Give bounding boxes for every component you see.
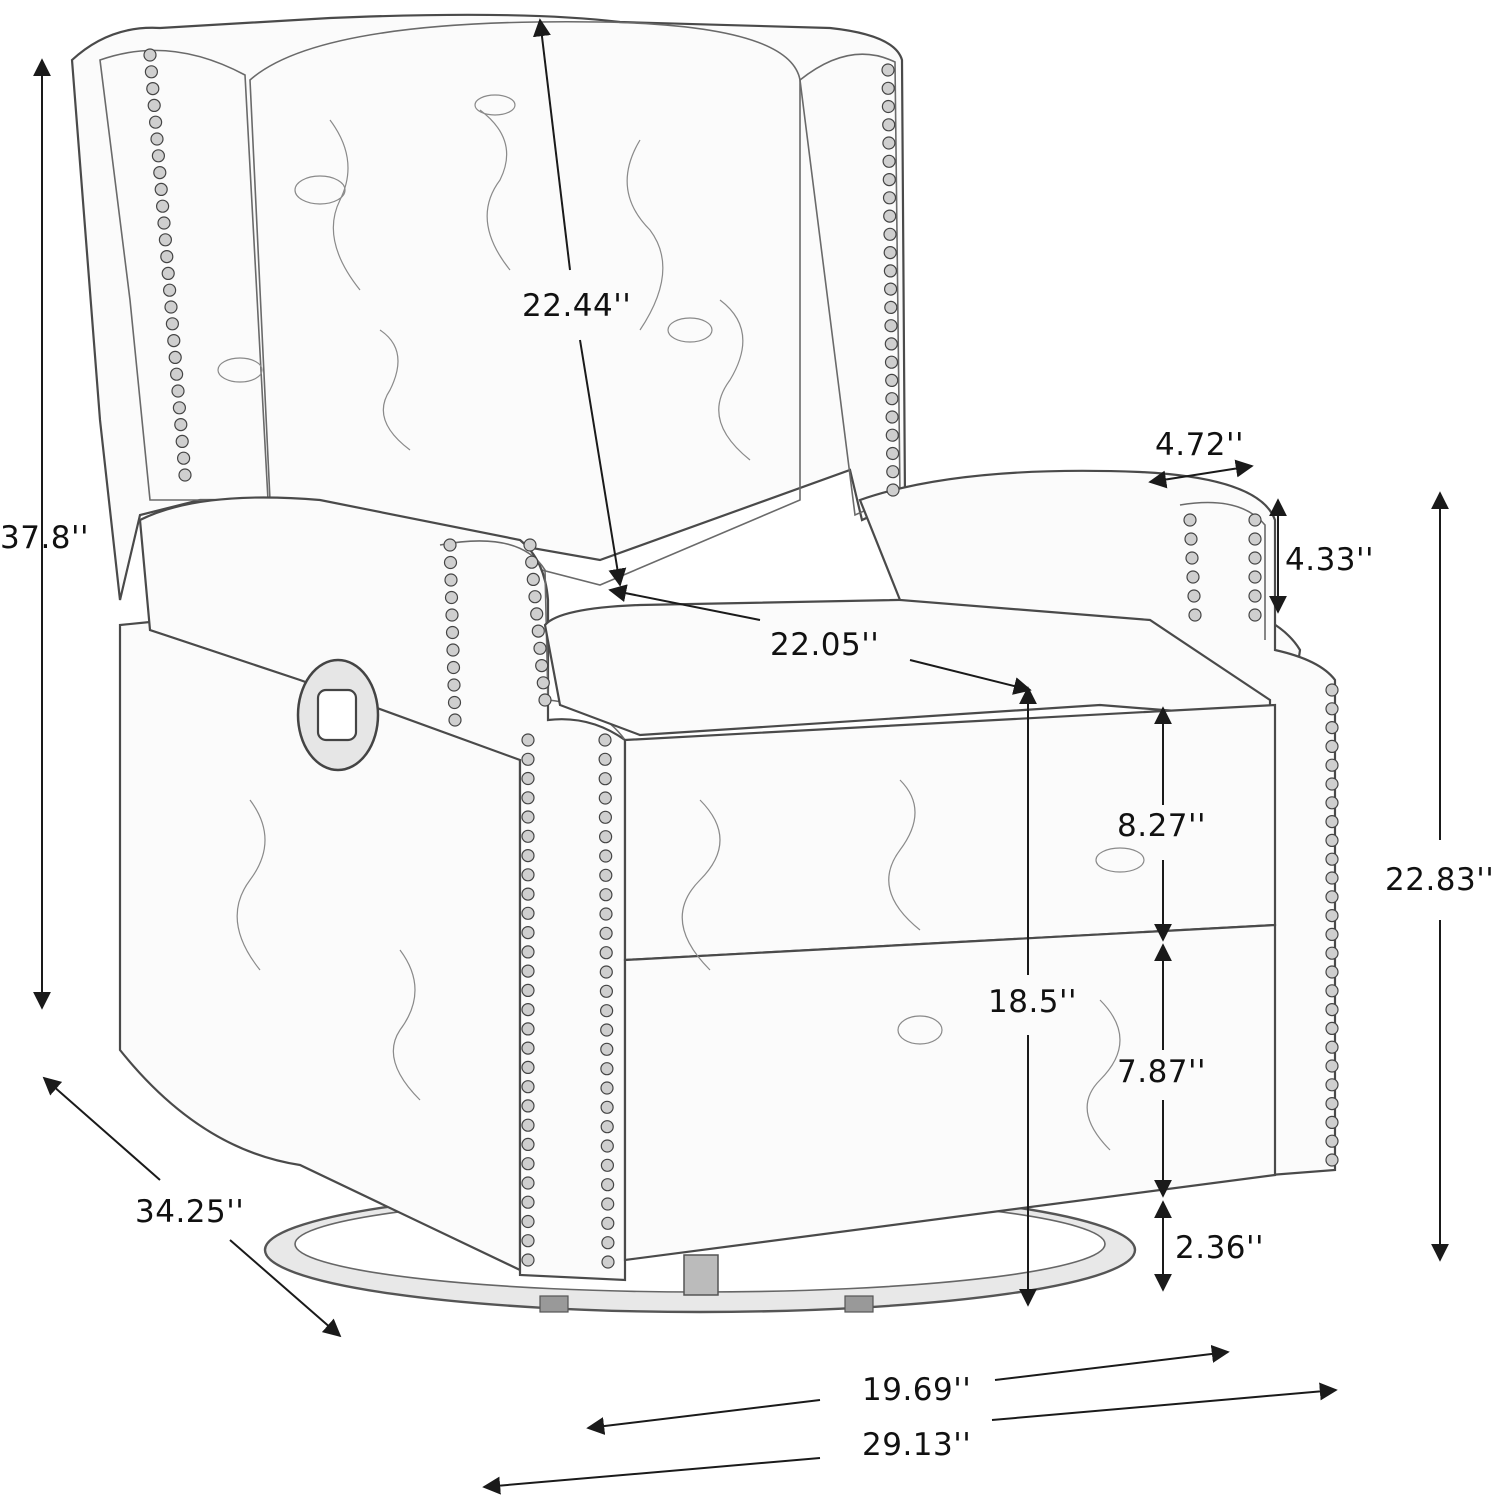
left-arm [138,496,627,1282]
seat-depth-line-upper [608,584,761,621]
overall-depth-line-lower [229,1239,342,1338]
label-arm-height: 4.33'' [1285,542,1374,578]
back-cushion [249,20,801,586]
label-side-height: 22.83'' [1385,862,1494,898]
chair-back [70,13,907,601]
back-height-line [532,18,571,271]
label-seat-width: 19.69'' [862,1372,971,1408]
nailhead-trim [143,48,1339,1269]
arm-width-line [1148,459,1254,489]
floral-pattern [217,94,1145,1151]
label-back-height: 22.44'' [522,288,631,324]
label-seat-depth: 22.05'' [770,627,879,663]
label-seat-height: 18.5'' [988,984,1077,1020]
label-base-clearance: 2.36'' [1175,1230,1264,1266]
right-wing [799,53,901,517]
label-overall-height: 37.8'' [0,520,89,556]
label-overall-depth: 34.25'' [135,1194,244,1230]
label-arm-width: 4.72'' [1155,427,1244,463]
overall-depth-line-upper [42,1076,161,1181]
overall-width-line-left [482,1457,821,1495]
dimension-labels: 37.8'' 22.44'' 22.05'' 4.72'' 4.33'' 22.… [0,288,1494,1463]
recline-handle-icon [296,658,380,772]
label-footrest-upper: 8.27'' [1117,808,1206,844]
seat-depth-line-lower [909,659,1032,695]
left-wing [99,49,269,501]
label-footrest-lower: 7.87'' [1117,1054,1206,1090]
lower-front-panel [623,923,1277,1262]
overall-width-line-right [991,1382,1338,1421]
back-height-line-lower [579,339,627,587]
recliner-chair-illustration [70,13,1339,1314]
dimension-lines [33,18,1449,1495]
seat-width-line-left [586,1399,821,1435]
label-overall-width: 29.13'' [862,1427,971,1463]
seat-width-line-right [994,1344,1230,1381]
